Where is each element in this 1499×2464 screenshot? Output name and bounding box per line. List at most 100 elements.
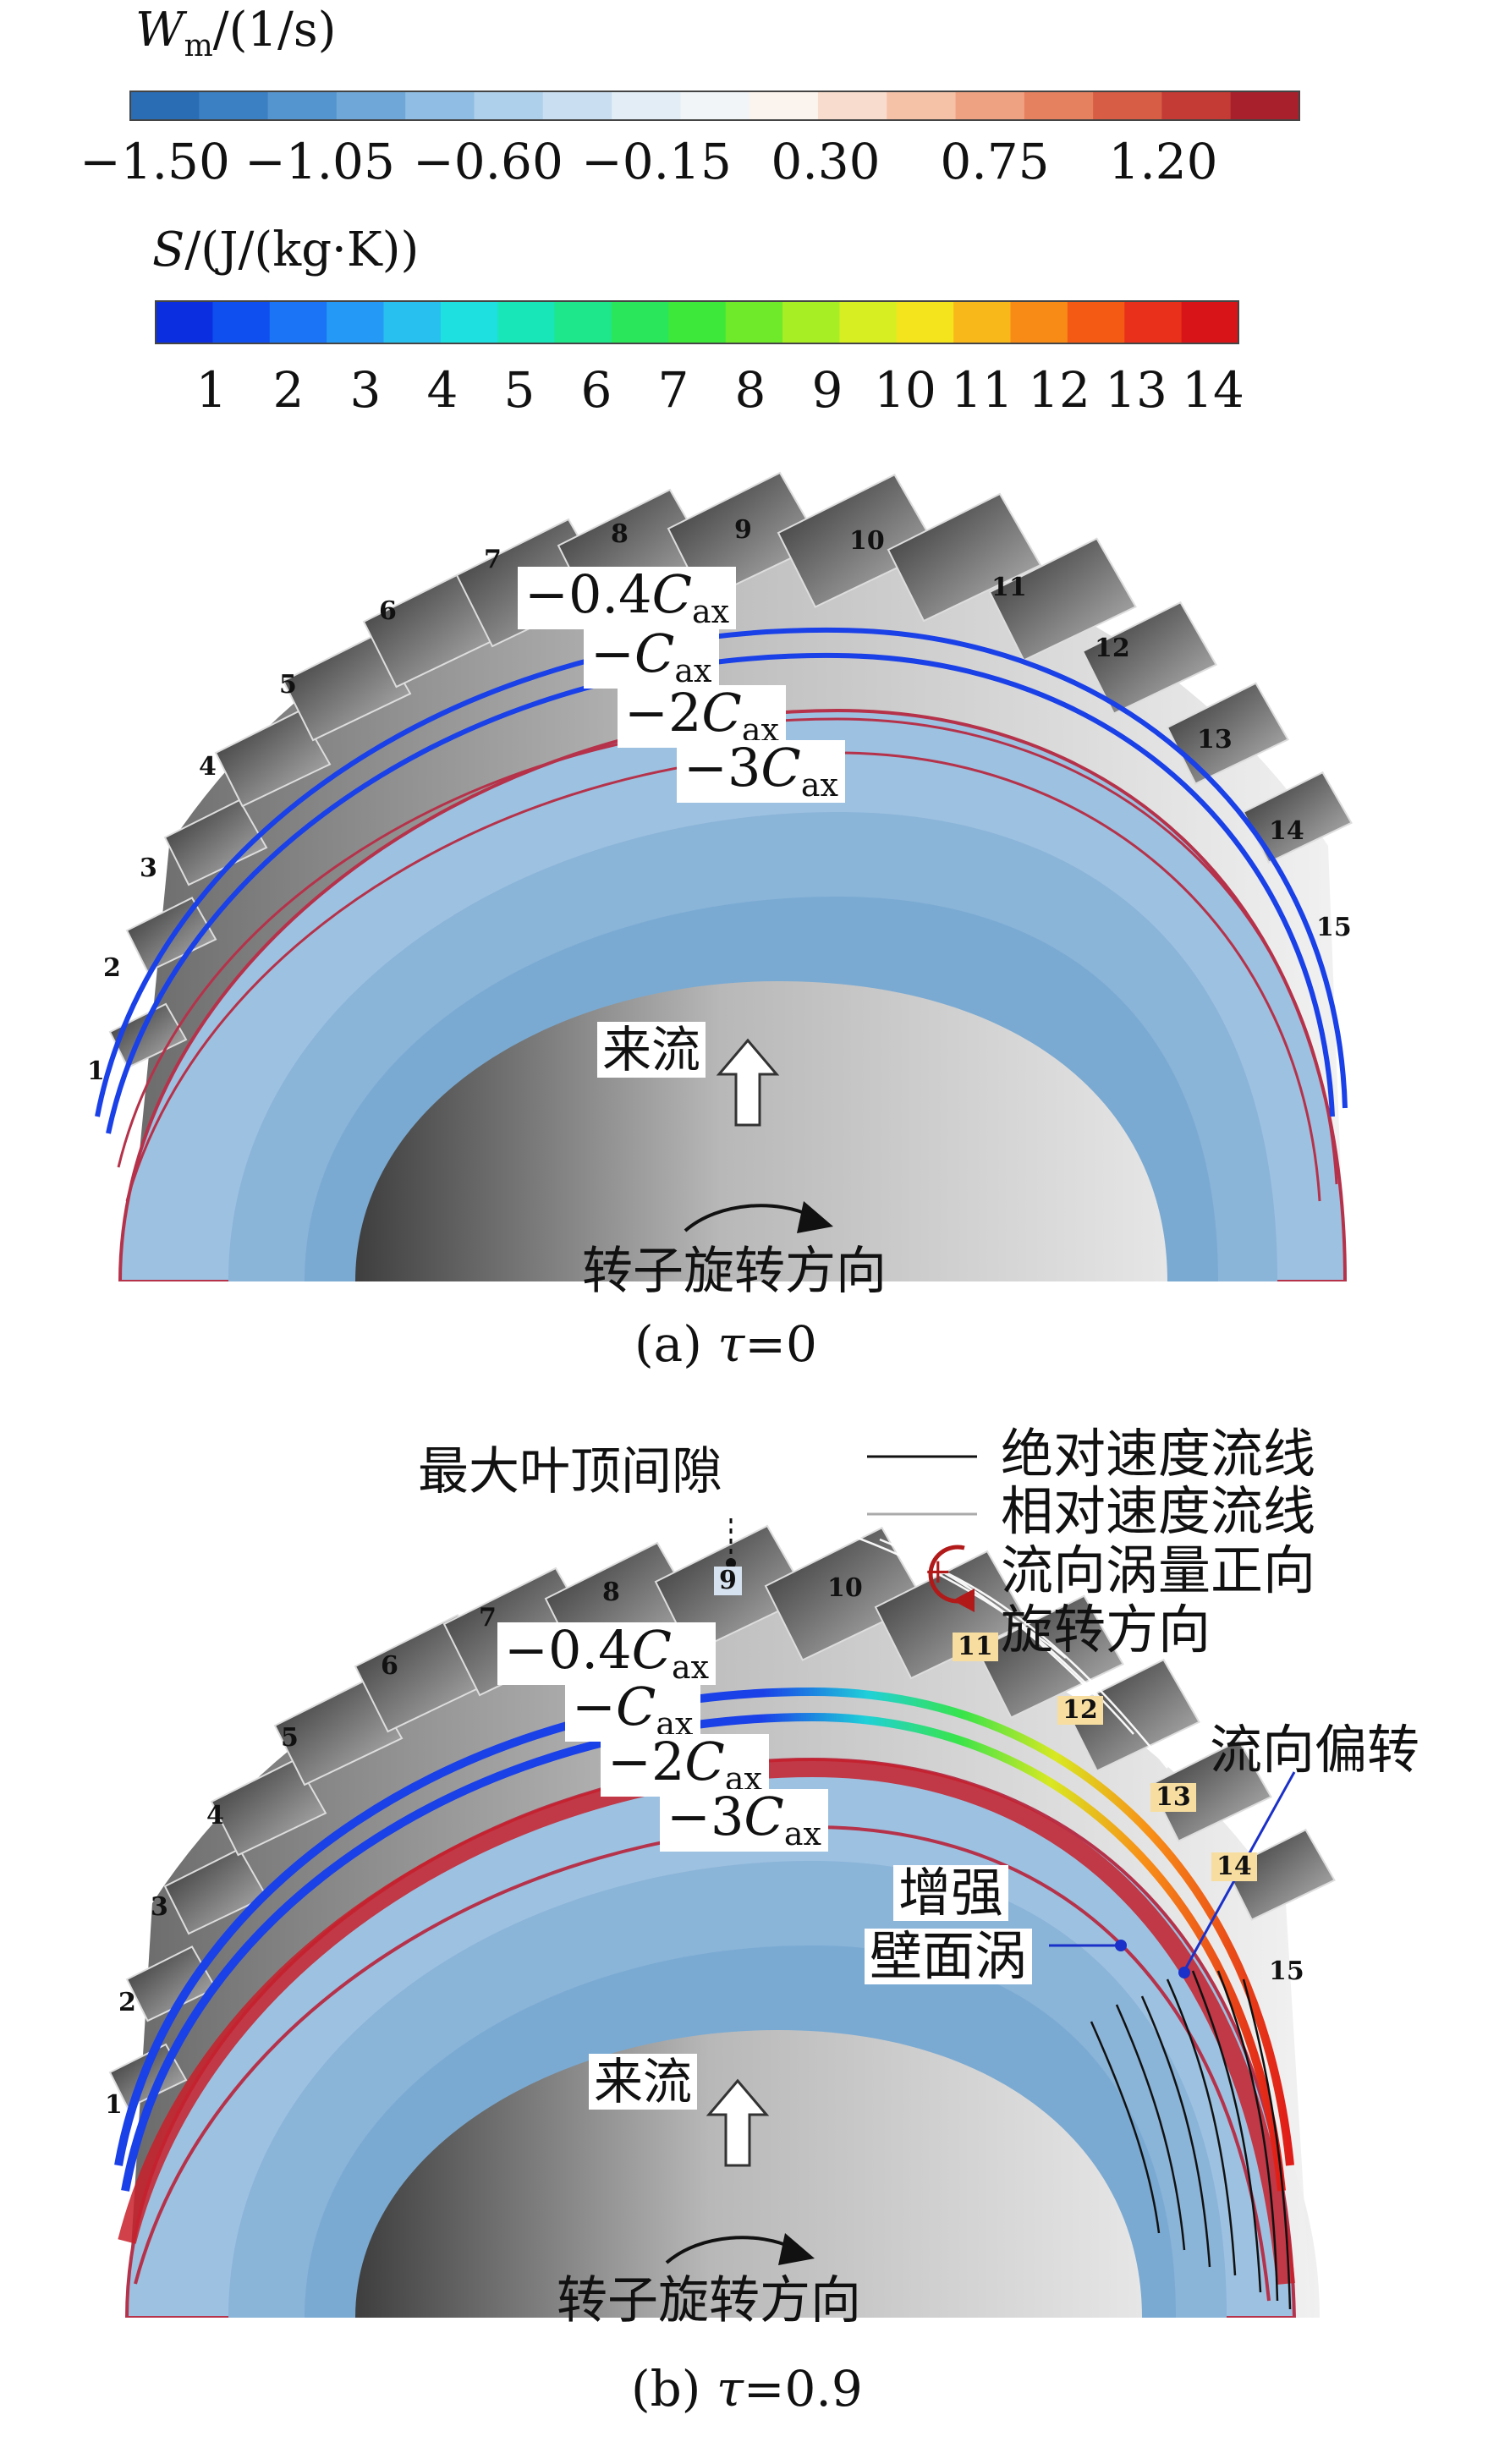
s-colorbar-cell — [668, 301, 727, 343]
wm-colorbar-cell — [130, 91, 200, 120]
rotation-label-b: 转子旋转方向 — [557, 2271, 861, 2330]
colorbar-tick-label: 3 — [349, 361, 382, 419]
rotor-blade — [1064, 1658, 1200, 1772]
blade-number-label: 12 — [1057, 1696, 1103, 1725]
rotor-blade — [273, 1677, 404, 1786]
rotation-arrow-a — [684, 1201, 833, 1233]
rotor-blade — [1149, 1739, 1272, 1842]
blade-number-label: 11 — [953, 1633, 998, 1661]
wm-colorbar-cell — [680, 91, 750, 120]
legend-vorticity-positive: 流向涡量正向 — [1001, 1539, 1316, 1601]
s-colorbar-cell — [1181, 301, 1239, 343]
s-colorbar-cell — [383, 301, 442, 343]
s-colorbar-cell — [896, 301, 954, 343]
wm-colorbar-cell — [405, 91, 475, 120]
blade-number-label: 5 — [281, 1723, 299, 1753]
s-colorbar-cell — [554, 301, 612, 343]
rotor-blade — [163, 798, 268, 886]
blade-number-label: 9 — [734, 515, 752, 545]
colorbar-tick-label: 2 — [272, 361, 305, 419]
blade-number-label: 14 — [1211, 1852, 1257, 1881]
colorbar-tick-label: 0.30 — [771, 133, 881, 190]
rotor-blade — [874, 1550, 1030, 1680]
blade-number-label: 9 — [714, 1567, 742, 1595]
blade-number-label: 13 — [1150, 1783, 1196, 1812]
colorbar-tick-label: 0.75 — [940, 133, 1050, 190]
rotation-arrow-b — [665, 2233, 815, 2265]
colorbar-tick-label: 6 — [580, 361, 612, 419]
s-colorbar-cell — [953, 301, 1012, 343]
axial-plane-label: −2Cax — [601, 1734, 769, 1797]
plane-line-b-1 — [114, 1687, 1294, 2166]
rel-streamlines — [811, 1521, 1168, 1769]
wm-colorbar-cell — [1093, 91, 1163, 120]
s-colorbar-cell — [327, 301, 385, 343]
colorbar-tick-label: 10 — [874, 361, 936, 419]
s-colorbar-cell — [839, 301, 898, 343]
s-colorbar-cell — [156, 301, 213, 343]
blade-number-label: 1 — [105, 2090, 123, 2120]
rotor-blade — [988, 537, 1137, 661]
abs-streamlines — [1090, 1970, 1292, 2310]
inflow-arrow-a — [716, 1038, 780, 1127]
blade-number-label: 11 — [991, 573, 1027, 602]
legend-rel-streamline: 相对速度流线 — [1001, 1480, 1316, 1542]
enhanced-wall-vortex-label-2: 壁面涡 — [865, 1929, 1033, 1984]
colorbar-tick-label: −0.60 — [413, 133, 563, 190]
wm-colorbar-cell — [1024, 91, 1094, 120]
axial-plane-label: −3Cax — [660, 1789, 828, 1852]
colorbar-tick-label: 7 — [657, 361, 689, 419]
colorbar-tick-label: −0.15 — [581, 133, 732, 190]
blade-number-label: 10 — [849, 526, 885, 556]
blade-number-label: 8 — [611, 519, 629, 549]
s-colorbar-cell — [611, 301, 669, 343]
rotor-blade — [975, 1594, 1124, 1719]
plane-line-b-2 — [121, 1712, 1286, 2192]
axial-plane-label: −2Cax — [618, 685, 786, 748]
rotor-blade — [282, 633, 412, 742]
rotor-blade — [1225, 1828, 1336, 1921]
axial-plane-label: −3Cax — [677, 740, 845, 803]
blade-number-label: 7 — [484, 545, 502, 574]
wm-colorbar-title: Wm/(1/s) — [135, 3, 337, 64]
blade-number-label: 10 — [827, 1573, 863, 1603]
wm-colorbar-cell — [267, 91, 338, 120]
colorbar-tick-label: 1.20 — [1108, 133, 1218, 190]
blade-number-label: 12 — [1095, 634, 1130, 663]
s-colorbar-cell — [1067, 301, 1125, 343]
legend-abs-streamline: 绝对速度流线 — [1001, 1423, 1316, 1484]
streamwise-deflection-label: 流向偏转 — [1210, 1719, 1420, 1781]
blade-number-label: 15 — [1316, 913, 1352, 942]
s-colorbar-cell — [212, 301, 271, 343]
s-colorbar — [155, 300, 1239, 344]
colorbar-tick-label: −1.05 — [244, 133, 395, 190]
blade-number-label: 3 — [140, 853, 157, 883]
plane-line-a-2 — [106, 652, 1335, 1134]
hub-a — [355, 981, 1167, 1281]
hub-b — [355, 2030, 1142, 2318]
blade-number-label: 4 — [206, 1801, 224, 1830]
wm-colorbar-cell — [542, 91, 612, 120]
s-colorbar-cell — [725, 301, 783, 343]
colorbar-tick-label: 14 — [1182, 361, 1244, 419]
wm-colorbar-cell — [336, 91, 406, 120]
caption-b: (b) τ=0.9 — [631, 2360, 863, 2417]
colorbar-tick-label: 1 — [195, 361, 228, 419]
colorbar-tick-label: 4 — [426, 361, 458, 419]
colorbar-tick-label: 11 — [951, 361, 1013, 419]
blade-number-label: 3 — [151, 1892, 168, 1922]
blade-number-label: 2 — [118, 1988, 136, 2017]
axial-plane-label: −Cax — [565, 1679, 700, 1742]
rotor-blade — [210, 1759, 327, 1857]
s-colorbar-cell — [1124, 301, 1183, 343]
wm-colorbar-cell — [1230, 91, 1300, 120]
plane-line-a-1 — [95, 627, 1348, 1117]
inflow-label-b: 来流 — [589, 2054, 698, 2110]
wm-colorbar-cell — [887, 91, 957, 120]
enhanced-wall-vortex-label-1: 增强 — [893, 1865, 1009, 1921]
colorbar-tick-label: 13 — [1105, 361, 1167, 419]
wm-colorbar-cell — [955, 91, 1025, 120]
wm-colorbar-cell — [199, 91, 269, 120]
wm-colorbar-cell — [1161, 91, 1232, 120]
